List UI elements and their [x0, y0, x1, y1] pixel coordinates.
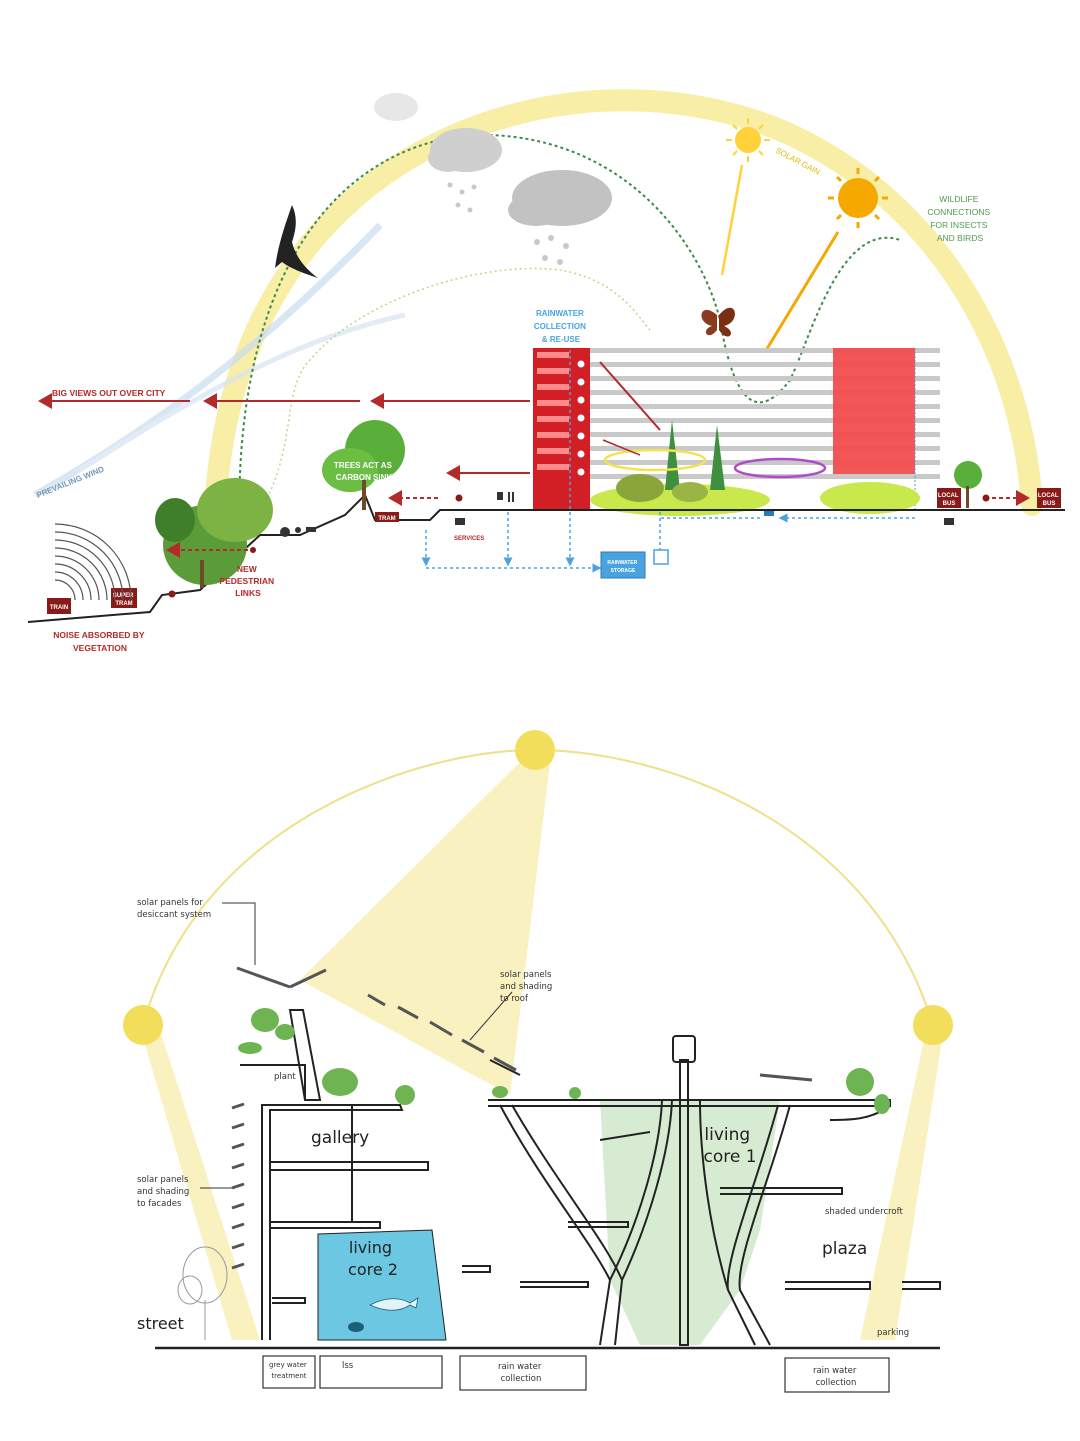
wildlife-path-insect	[254, 267, 651, 521]
trees-carbon-label: TREES ACT AS CARBON SINK	[334, 461, 394, 482]
living-core-1-label: living core 1	[703, 1125, 756, 1167]
noise-label: NOISE ABSORBED BY VEGETATION	[53, 630, 147, 653]
parking-label: parking	[877, 1328, 909, 1338]
solar-desiccant-label: solar panels for desiccant system	[137, 898, 211, 920]
butterfly-icon	[701, 307, 735, 337]
view-arrows	[38, 393, 1030, 558]
train-badge: TRAIN	[47, 598, 71, 614]
sun-left-icon	[123, 1005, 163, 1045]
local-bus-badge-2: LOCAL BUS	[1037, 488, 1061, 508]
living-core-1-zone	[600, 1100, 780, 1345]
solar-ray-small	[720, 164, 744, 276]
solar-facades-label: solar panels and shading to facades	[137, 1175, 192, 1209]
local-bus-badge-1: LOCAL BUS	[937, 488, 961, 508]
street-label: street	[137, 1314, 184, 1333]
rainwater-storage-tank	[600, 551, 646, 579]
rain-drops	[447, 182, 569, 265]
prevailing-wind-label: PREVAILING WIND	[35, 465, 105, 500]
big-views-label: BIG VIEWS OUT OVER CITY	[52, 388, 166, 398]
tree-group-left	[155, 478, 273, 588]
pedestrian-links-label: NEW PEDESTRIAN LINKS	[219, 564, 276, 598]
pump-icon	[653, 549, 669, 565]
sun-beam-top	[300, 762, 550, 1095]
svg-text:TRAM: TRAM	[378, 516, 395, 522]
tree-right	[954, 461, 982, 508]
rainwater-label: RAINWATER COLLECTION & RE-USE	[534, 309, 588, 344]
terrain-ground-line	[27, 493, 1065, 623]
stop-dots	[168, 494, 990, 598]
solar-roof-label: solar panels and shading to roof	[500, 970, 555, 1004]
sun-beam-left	[143, 1015, 260, 1340]
rooftop-vegetation	[238, 1008, 890, 1114]
noise-waves-icon	[54, 523, 132, 601]
tram-badge: TRAM	[375, 512, 399, 522]
sun-large-icon	[828, 168, 888, 228]
building-structure	[240, 1009, 941, 1346]
rain-water-label-1: rain water collection	[498, 1362, 544, 1384]
street-tree-icon	[177, 1246, 228, 1340]
bird-icon	[275, 205, 318, 278]
bottom-section-diagram: gallery living core 2 living core 1 plaz…	[123, 730, 953, 1393]
svg-text:LOCAL BUS: LOCAL BUS	[1038, 493, 1060, 507]
grey-water-label: grey water treatment	[269, 1361, 309, 1380]
svg-text:TRAIN: TRAIN	[50, 605, 68, 611]
solar-ray-large	[763, 231, 840, 353]
underground-boxes	[262, 1355, 890, 1393]
shaded-undercroft-label: shaded undercroft	[825, 1207, 903, 1217]
leader-lines	[200, 902, 513, 1189]
solar-panels-facade	[231, 1102, 245, 1270]
cloud-icons	[374, 93, 612, 226]
tree-group-carbon	[322, 420, 405, 510]
sun-right-icon	[913, 1005, 953, 1045]
sun-beam-right	[860, 1035, 942, 1340]
sun-top-icon	[515, 730, 555, 770]
drain-icon	[764, 511, 774, 516]
gallery-label: gallery	[311, 1128, 369, 1148]
living-core-2-pool	[317, 1229, 447, 1341]
rainwater-pipes	[421, 350, 915, 573]
rainwater-storage-label: RAINWATER STORAGE	[607, 560, 638, 574]
lss-label: lss	[342, 1361, 354, 1371]
wind-arrows	[33, 222, 406, 499]
rain-water-label-2: rain water collection	[813, 1366, 859, 1388]
fish-icon	[369, 1297, 419, 1311]
solar-panels-roof	[236, 966, 813, 1082]
services-label: SERVICES	[454, 536, 484, 542]
living-core-2-label: living core 2	[348, 1238, 398, 1279]
sun-small-icon	[726, 118, 770, 162]
amenity-icons	[280, 492, 954, 537]
plant-label: plant	[274, 1072, 296, 1082]
plaza-label: plaza	[822, 1239, 867, 1259]
wildlife-label: WILDLIFE CONNECTIONS FOR INSECTS AND BIR…	[927, 194, 992, 243]
top-sustainability-diagram: PREVAILING WIND	[27, 89, 1065, 653]
building-section	[533, 348, 940, 516]
svg-text:LOCAL BUS: LOCAL BUS	[938, 493, 960, 507]
turtle-icon	[348, 1322, 364, 1332]
